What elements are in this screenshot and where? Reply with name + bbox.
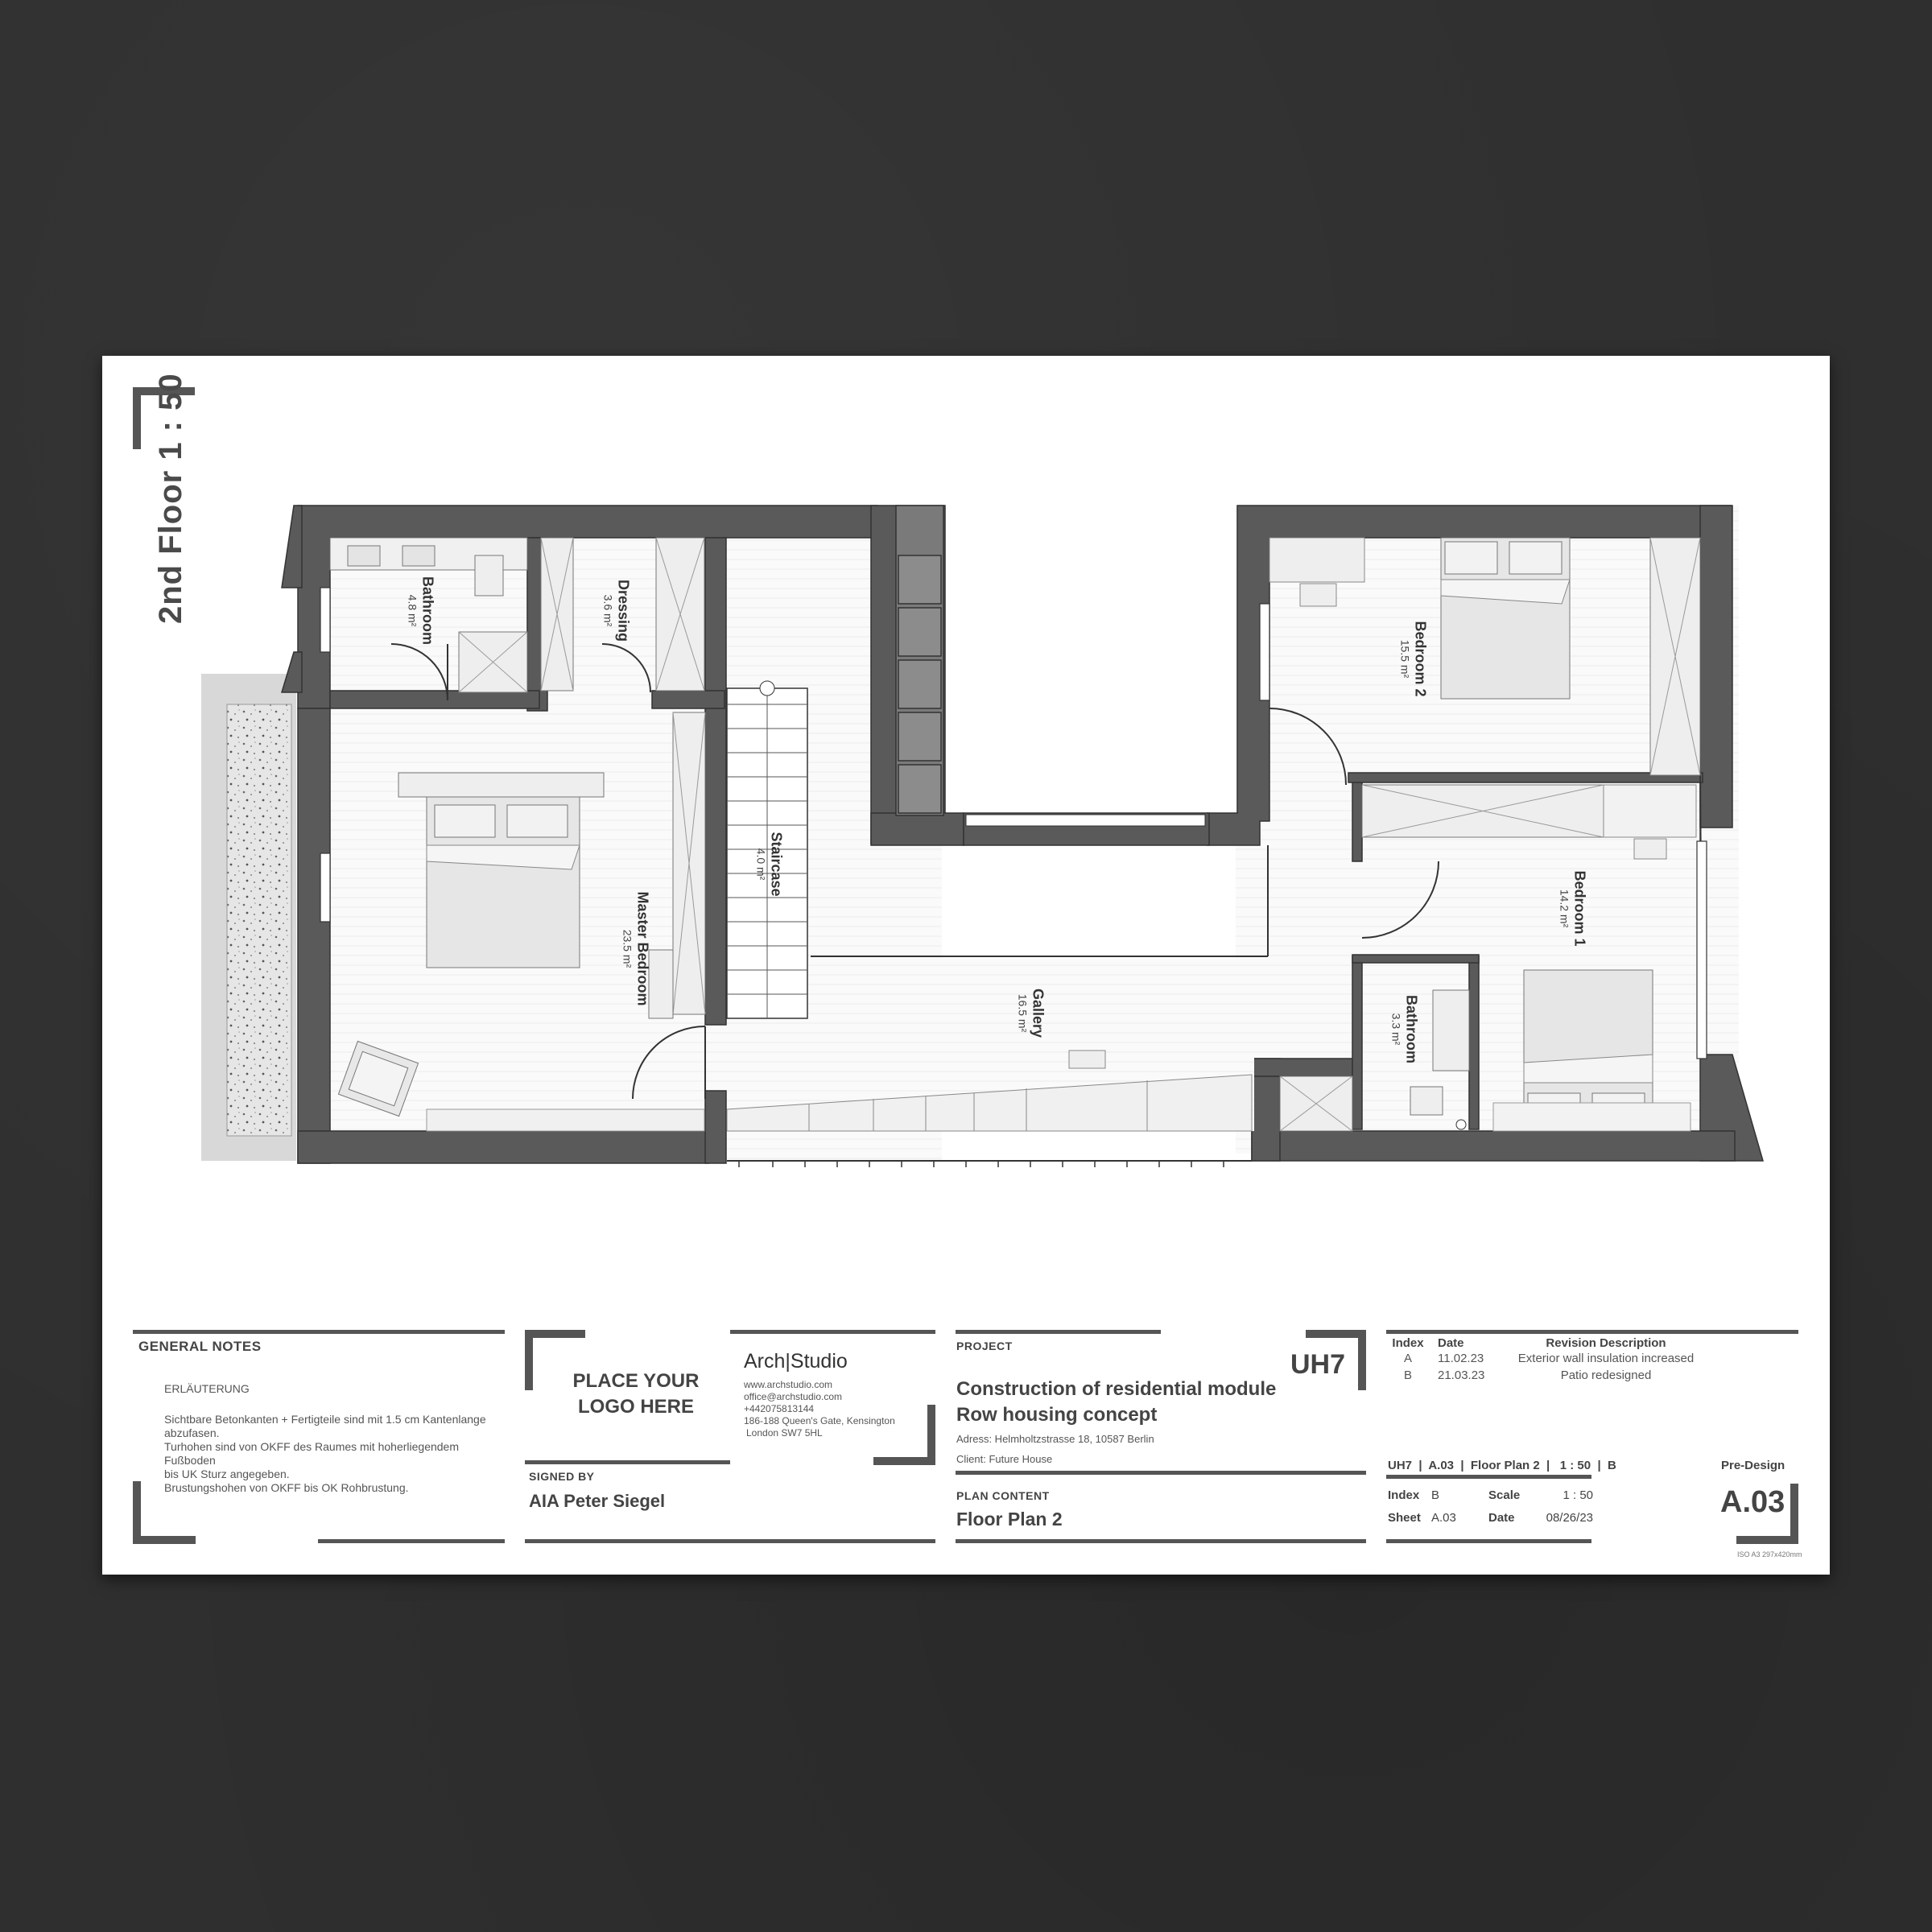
wall (1699, 505, 1733, 828)
sheet-summary: UH7 | A.03 | Floor Plan 2 | 1 : 50 | B (1388, 1459, 1616, 1472)
project-address: Adress: Helmholtzstrasse 18, 10587 Berli… (956, 1433, 1154, 1445)
wall (870, 812, 964, 846)
wall (280, 651, 303, 693)
wall (297, 1130, 709, 1164)
desk (1269, 537, 1365, 583)
wall (1348, 772, 1703, 783)
divider (1386, 1330, 1798, 1334)
divider (956, 1330, 1161, 1334)
divider (956, 1539, 1366, 1543)
room-label-bedroom-1: Bedroom 1 14.2 m² (1558, 870, 1588, 947)
sheet-bracket (1790, 1484, 1798, 1544)
divider (525, 1460, 730, 1464)
divider (730, 1330, 935, 1334)
studio-name: Arch|Studio (744, 1350, 848, 1373)
project-client: Client: Future House (956, 1453, 1053, 1465)
table-row: B 21.03.23 Patio redesigned (1403, 1368, 1652, 1382)
desk (648, 949, 674, 1019)
project-code: UH7 (1290, 1349, 1346, 1380)
logo-bracket (525, 1330, 585, 1338)
wall (1352, 954, 1480, 964)
project-label: PROJECT (956, 1340, 1013, 1352)
code-bracket (1306, 1330, 1366, 1338)
studio-bracket (873, 1457, 935, 1465)
room-label-gallery: Gallery 16.5 m² (1016, 988, 1046, 1038)
signed-by-name: AIA Peter Siegel (529, 1491, 666, 1511)
room-label-bathroom-2: Bathroom 3.3 m² (1389, 995, 1420, 1063)
paper-size: ISO A3 297x420mm (1737, 1550, 1802, 1558)
wall (1468, 956, 1480, 1130)
wall (651, 690, 725, 709)
divider (1386, 1475, 1591, 1479)
table-row: A 11.02.23 Exterior wall insulation incr… (1403, 1352, 1695, 1365)
notes-subheading: ERLÄUTERUNG (164, 1382, 250, 1395)
toilet (474, 555, 504, 597)
divider (318, 1539, 505, 1543)
vanity (1432, 989, 1470, 1071)
room-label-bedroom-2: Bedroom 2 15.5 m² (1398, 621, 1429, 697)
sheet-bracket (1736, 1536, 1798, 1544)
divider (133, 1330, 505, 1334)
wall (1251, 1058, 1357, 1077)
plan-content: Floor Plan 2 (956, 1509, 1063, 1530)
wall (281, 505, 303, 588)
logo-placeholder[interactable]: PLACE YOUR LOGO HERE (572, 1370, 700, 1418)
studio-contact: www.archstudio.com office@archstudio.com… (744, 1379, 895, 1439)
logo-bracket (525, 1330, 533, 1390)
wall (1251, 1130, 1736, 1162)
wall (329, 690, 540, 709)
room-label-master-bedroom: Master Bedroom 23.5 m² (621, 891, 651, 1006)
corner-bracket-bottom-left (133, 1481, 141, 1544)
bed-headboard (398, 772, 605, 798)
armchair (337, 1040, 419, 1117)
room-label-staircase: Staircase 4.0 m² (754, 832, 785, 897)
code-bracket (1358, 1330, 1366, 1390)
plan-content-label: PLAN CONTENT (956, 1489, 1050, 1502)
corner-bracket-top-left (133, 387, 195, 395)
sheet-number: A.03 (1720, 1485, 1785, 1519)
sheet-meta: Index B Scale 1 : 50 Sheet A.03 Date 08/… (1388, 1488, 1593, 1525)
bench (426, 1108, 705, 1132)
divider (1386, 1539, 1591, 1543)
divider (956, 1471, 1366, 1475)
notes-text: Sichtbare Betonkanten + Fertigteile sind… (164, 1413, 486, 1494)
wall (704, 1090, 727, 1164)
signed-by-label: SIGNED BY (529, 1470, 595, 1483)
room-label-bathroom: Bathroom 4.8 m² (406, 576, 436, 645)
terrace-planter (226, 704, 292, 1137)
corner-bracket-bottom-left (133, 1536, 196, 1544)
design-stage: Pre-Design (1721, 1459, 1785, 1472)
gallery-window (965, 814, 1206, 827)
notes-heading: GENERAL NOTES (138, 1339, 262, 1354)
room-label-dressing: Dressing 3.6 m² (601, 579, 632, 642)
divider (525, 1539, 935, 1543)
wall (1352, 780, 1363, 862)
revision-table: Index Date Revision Description A 11.02.… (1383, 1336, 1705, 1384)
wall (1352, 956, 1363, 1130)
wall (297, 708, 331, 1164)
corner-bracket-top-left (133, 387, 141, 449)
gallery-shelving (726, 1074, 1253, 1132)
studio-bracket (927, 1405, 935, 1465)
staircase-wall (704, 537, 727, 1026)
project-title: Construction of residential module Row h… (956, 1378, 1277, 1426)
